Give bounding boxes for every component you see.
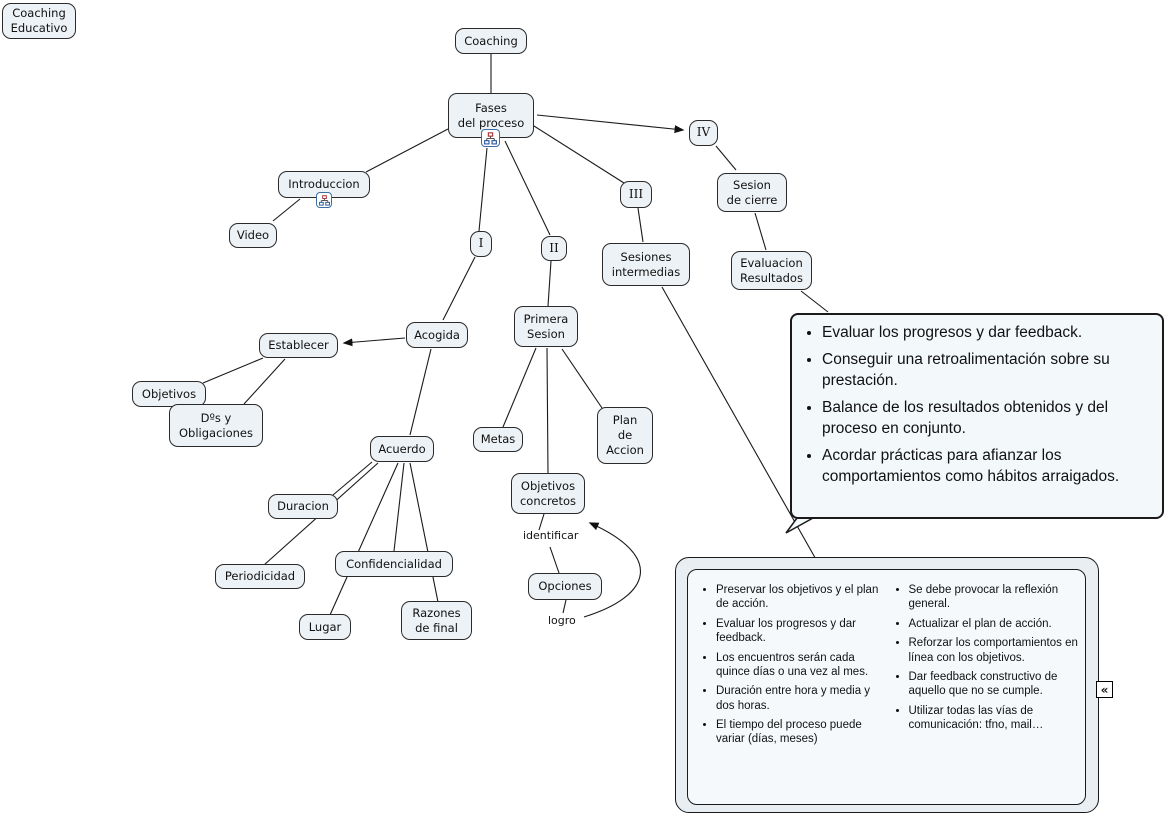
- bullet-item: Utilizar todas las vías de comunicación:…: [909, 704, 1080, 733]
- bullet-item: Acordar prácticas para afianzar los comp…: [822, 446, 1152, 487]
- bullet-item: Se debe provocar la reflexión general.: [909, 583, 1080, 612]
- node-primera-sesion[interactable]: Primera Sesion: [514, 306, 578, 347]
- evaluacion-bullet-list: Evaluar los progresos y dar feedback. Con…: [798, 323, 1152, 487]
- bullet-item: Preservar los objetivos y el plan de acc…: [716, 583, 887, 612]
- bullet-item: Evaluar los progresos y dar feedback.: [822, 323, 1152, 343]
- node-lugar[interactable]: Lugar: [299, 614, 351, 640]
- node-opciones[interactable]: Opciones: [528, 573, 602, 600]
- node-numeral-iv[interactable]: IV: [689, 120, 718, 146]
- annotation-evaluacion-callout[interactable]: Evaluar los progresos y dar feedback. Con…: [790, 313, 1164, 519]
- concept-map-link-icon[interactable]: [481, 129, 500, 147]
- node-objetivos[interactable]: Objetivos: [132, 381, 206, 407]
- sesiones-bullet-list-right: Se debe provocar la reflexión general. Ac…: [889, 583, 1080, 798]
- bullet-item: Dar feedback constructivo de aquello que…: [909, 670, 1080, 699]
- node-objetivos-concretos[interactable]: Objetivos concretos: [511, 473, 585, 514]
- node-periodicidad[interactable]: Periodicidad: [215, 564, 305, 589]
- node-metas[interactable]: Metas: [473, 427, 523, 452]
- node-plan-de-accion[interactable]: Plan de Accion: [597, 407, 653, 464]
- node-establecer[interactable]: Establecer: [259, 333, 338, 358]
- node-numeral-iii[interactable]: III: [620, 181, 652, 208]
- bullet-item: Conseguir una retroalimentación sobre su…: [822, 350, 1152, 391]
- node-fases-del-proceso[interactable]: Fases del proceso: [448, 93, 534, 138]
- node-confidencialidad[interactable]: Confidencialidad: [335, 551, 453, 577]
- link-label-logro[interactable]: logro: [548, 614, 576, 627]
- bullet-item: Los encuentros serán cada quince días o …: [716, 651, 887, 680]
- concept-map-link-icon[interactable]: [316, 192, 332, 208]
- node-sesiones-intermedias[interactable]: Sesiones intermedias: [602, 243, 690, 286]
- bullet-item: Duración entre hora y media y dos horas.: [716, 684, 887, 713]
- org-chart-glyph: [318, 194, 330, 206]
- org-chart-glyph: [484, 131, 497, 144]
- link-label-identificar[interactable]: identificar: [523, 529, 579, 542]
- bullet-item: Actualizar el plan de acción.: [909, 617, 1080, 631]
- node-razones-de-final[interactable]: Razones de final: [401, 601, 472, 640]
- bullet-item: Evaluar los progresos y dar feedback.: [716, 617, 887, 646]
- annotation-sesiones-panel-inner[interactable]: Preservar los objetivos y el plan de acc…: [687, 569, 1086, 805]
- bullet-item: El tiempo del proceso puede variar (días…: [716, 718, 887, 747]
- node-video[interactable]: Video: [229, 223, 277, 248]
- bullet-item: Reforzar los comportamientos en línea co…: [909, 636, 1080, 665]
- collapse-chevrons-icon[interactable]: «: [1096, 681, 1113, 698]
- node-acuerdo[interactable]: Acuerdo: [370, 436, 434, 462]
- sesiones-bullet-list-left: Preservar los objetivos y el plan de acc…: [696, 583, 887, 798]
- node-evaluacion-resultados[interactable]: Evaluacion Resultados: [731, 251, 812, 290]
- node-numeral-ii[interactable]: II: [541, 236, 567, 261]
- node-numeral-i[interactable]: I: [470, 231, 492, 257]
- node-coaching[interactable]: Coaching: [455, 28, 527, 54]
- bullet-item: Balance de los resultados obtenidos y de…: [822, 398, 1152, 439]
- node-acogida[interactable]: Acogida: [406, 322, 468, 348]
- node-duracion[interactable]: Duracion: [268, 494, 338, 519]
- node-coaching-educativo[interactable]: Coaching Educativo: [2, 3, 76, 39]
- node-derechos-y-obligaciones[interactable]: Dºs y Obligaciones: [169, 404, 263, 447]
- node-sesion-de-cierre[interactable]: Sesion de cierre: [717, 173, 787, 212]
